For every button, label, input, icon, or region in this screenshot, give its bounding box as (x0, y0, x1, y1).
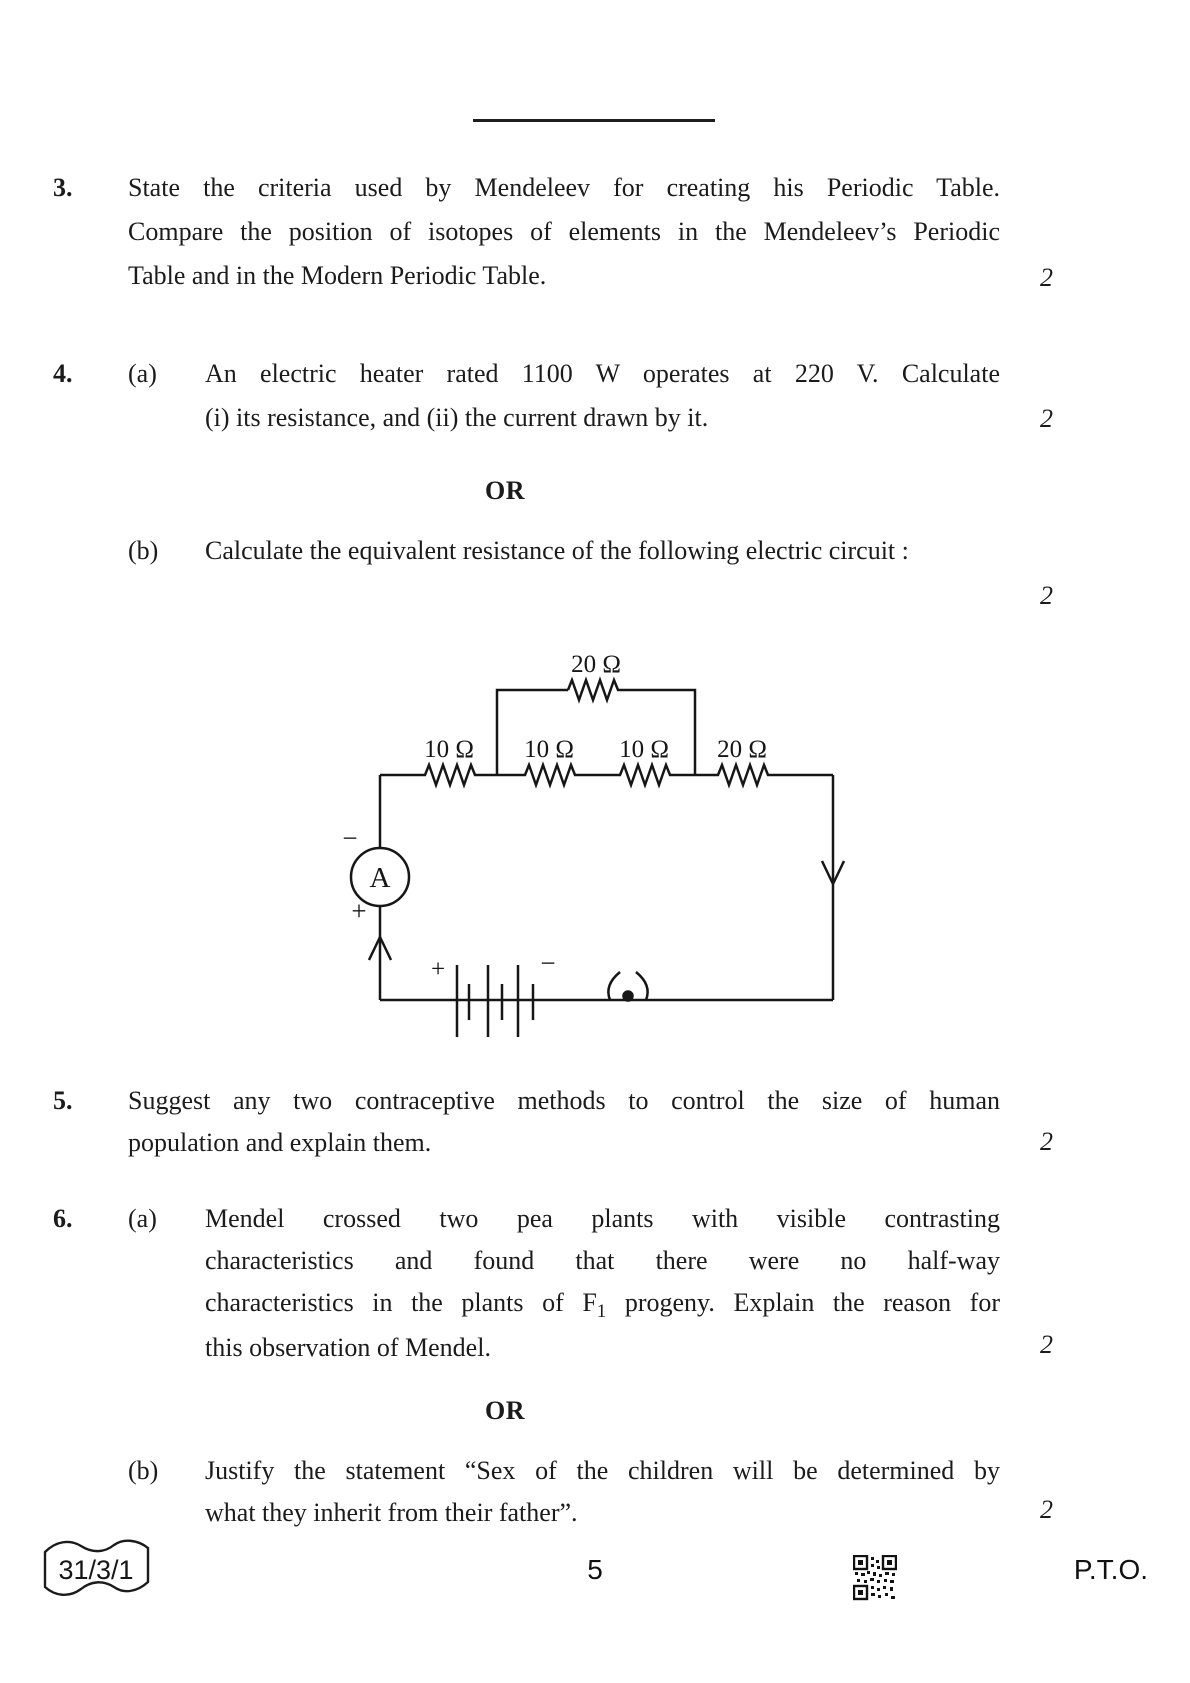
question-line: population and explain them. (128, 1128, 432, 1157)
line-text: progeny. Explain the reason for (606, 1288, 1000, 1317)
question-4-number: 4. (53, 359, 73, 388)
question-line: Justify the statement “Sex of the childr… (205, 1456, 1000, 1485)
ammeter-label: A (370, 862, 391, 894)
question-line: Mendel crossed two pea plants with visib… (205, 1204, 1000, 1233)
or-separator: OR (485, 1396, 525, 1425)
question-4b-label: (b) (128, 536, 159, 565)
question-line: characteristics in the plants of F1 prog… (205, 1282, 1000, 1327)
or-separator: OR (485, 476, 525, 505)
question-line: State the criteria used by Mendeleev for… (128, 173, 1000, 202)
wire (495, 688, 568, 775)
resistor-label: 10 Ω (424, 736, 474, 763)
question-6a-text: Mendel crossed two pea plants with visib… (205, 1198, 1000, 1369)
question-6a-label: (a) (128, 1204, 157, 1233)
question-6-number: 6. (53, 1204, 73, 1233)
question-6b-marks: 2 (1040, 1495, 1053, 1524)
question-4a-text: An electric heater rated 1100 W operates… (205, 352, 1000, 440)
plug-key-dot (622, 990, 634, 1002)
question-6b-text: Justify the statement “Sex of the childr… (205, 1450, 1000, 1534)
question-5-number: 5. (53, 1086, 73, 1115)
paper-code: 31/3/1 (58, 1555, 133, 1585)
plug-key-right-arc (635, 971, 649, 1001)
resistor-zigzag (521, 761, 577, 789)
question-4b-text: Calculate the equivalent resistance of t… (205, 536, 909, 565)
paper-code-badge: 31/3/1 (43, 1539, 150, 1596)
resistor-zigzag (421, 761, 477, 789)
question-3-marks: 2 (1040, 263, 1053, 292)
qr-code (853, 1555, 897, 1601)
current-arrow-up (367, 934, 393, 961)
question-line: An electric heater rated 1100 W operates… (205, 359, 1000, 388)
resistor-label: 10 Ω (524, 736, 574, 763)
resistor-label: 10 Ω (619, 736, 669, 763)
question-line: Table and in the Modern Periodic Table. (128, 261, 547, 290)
badge-outline (43, 1539, 150, 1596)
circuit-diagram: 20 Ω 10 Ω 10 Ω 10 Ω 20 Ω A − + + − (342, 651, 846, 1037)
question-5-text: Suggest any two contraceptive methods to… (128, 1080, 1000, 1164)
ammeter-plus-sign: + (351, 896, 366, 926)
question-6b-label: (b) (128, 1456, 159, 1485)
question-4b-marks: 2 (1040, 581, 1053, 610)
question-6a-marks: 2 (1040, 1330, 1053, 1359)
wire (624, 688, 697, 775)
question-line: this observation of Mendel. (205, 1333, 491, 1362)
question-3-text: State the criteria used by Mendeleev for… (128, 166, 1000, 298)
line-text: characteristics in the plants of F (205, 1288, 597, 1317)
battery-minus-sign: − (540, 948, 555, 978)
question-line: characteristics and found that there wer… (205, 1246, 1000, 1275)
section-divider (473, 119, 715, 122)
question-line: Suggest any two contraceptive methods to… (128, 1086, 1000, 1115)
page-number: 5 (587, 1554, 603, 1585)
resistor-zigzag (616, 761, 672, 789)
resistor-zigzag (566, 676, 624, 704)
question-line: (i) its resistance, and (ii) the current… (205, 403, 709, 432)
question-3-number: 3. (53, 173, 73, 202)
question-5-marks: 2 (1040, 1127, 1053, 1156)
plug-key-left-arc (607, 971, 621, 1001)
question-line: Compare the position of isotopes of elem… (128, 217, 1000, 246)
question-4a-marks: 2 (1040, 404, 1053, 433)
pto-label: P.T.O. (1073, 1554, 1148, 1585)
ammeter-minus-sign: − (342, 823, 357, 853)
resistor-label: 20 Ω (571, 651, 621, 678)
question-4a-label: (a) (128, 359, 157, 388)
resistor-zigzag (714, 761, 770, 789)
question-line: what they inherit from their father”. (205, 1498, 578, 1527)
resistor-label: 20 Ω (717, 736, 767, 763)
f1-subscript: 1 (596, 1301, 607, 1322)
current-arrow-down (820, 860, 846, 887)
battery-plus-sign: + (431, 956, 445, 983)
